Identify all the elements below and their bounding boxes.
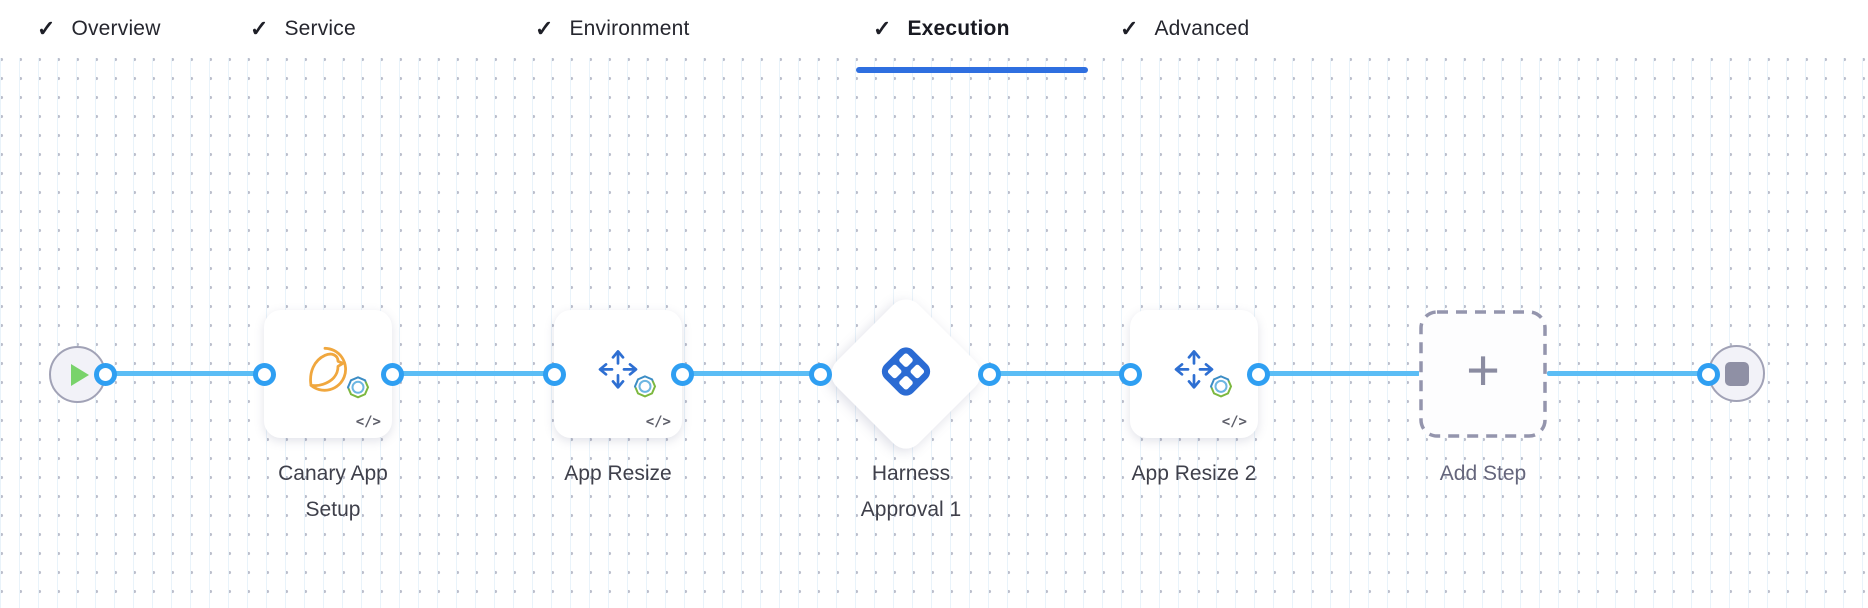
active-tab-underline bbox=[856, 67, 1088, 73]
step-label-app-resize-2: App Resize 2 bbox=[1131, 462, 1257, 485]
step-label-add-step: Add Step bbox=[1439, 462, 1527, 485]
port-canary-out[interactable] bbox=[381, 363, 404, 386]
check-icon: ✓ bbox=[250, 16, 269, 41]
tab-overview[interactable]: ✓ Overview bbox=[37, 0, 161, 58]
play-icon bbox=[71, 363, 89, 386]
resize-arrows-icon bbox=[598, 350, 638, 389]
tab-advanced[interactable]: ✓ Advanced bbox=[1120, 0, 1249, 58]
harness-approval-icon bbox=[876, 342, 936, 407]
edge-resize-to-approval bbox=[682, 371, 821, 376]
tab-label: Service bbox=[284, 17, 356, 40]
port-end-in[interactable] bbox=[1697, 363, 1720, 386]
dashed-border bbox=[1419, 310, 1547, 438]
edge-addstep-to-end bbox=[1547, 371, 1709, 376]
gear-icon bbox=[346, 375, 370, 404]
step-label-app-resize: App Resize bbox=[564, 462, 672, 485]
port-resize2-out[interactable] bbox=[1247, 363, 1270, 386]
step-label-canary-app-setup: Canary App Setup bbox=[278, 462, 388, 521]
edge-start-to-canary bbox=[105, 371, 265, 376]
port-approval-out[interactable] bbox=[978, 363, 1001, 386]
port-canary-in[interactable] bbox=[253, 363, 276, 386]
check-icon: ✓ bbox=[1120, 16, 1139, 41]
tab-environment[interactable]: ✓ Environment bbox=[535, 0, 690, 58]
tab-label: Overview bbox=[71, 17, 161, 40]
plus-icon: + bbox=[1466, 338, 1500, 403]
port-approval-in[interactable] bbox=[809, 363, 832, 386]
yaml-code-icon[interactable]: </> bbox=[355, 414, 381, 430]
port-resize-in[interactable] bbox=[543, 363, 566, 386]
yaml-code-icon[interactable]: </> bbox=[645, 414, 671, 430]
pipeline-canvas[interactable]: </> </ bbox=[0, 58, 1868, 608]
tab-label: Environment bbox=[569, 17, 690, 40]
step-node-app-resize-2[interactable]: </> bbox=[1130, 310, 1258, 438]
port-resize-out[interactable] bbox=[671, 363, 694, 386]
port-start-out[interactable] bbox=[94, 363, 117, 386]
resize-arrows-icon bbox=[1174, 350, 1214, 389]
check-icon: ✓ bbox=[535, 16, 554, 41]
stage-config-tabbar: ✓ Overview ✓ Service ✓ Environment ✓ Exe… bbox=[0, 0, 1868, 58]
check-icon: ✓ bbox=[37, 16, 56, 41]
step-label-harness-approval: Harness Approval 1 bbox=[860, 462, 962, 521]
tab-execution[interactable]: ✓ Execution bbox=[873, 0, 1010, 58]
tab-label: Advanced bbox=[1154, 17, 1250, 40]
step-node-app-resize[interactable]: </> bbox=[554, 310, 682, 438]
tab-label: Execution bbox=[907, 17, 1010, 40]
tab-service[interactable]: ✓ Service bbox=[250, 0, 356, 58]
gear-icon bbox=[1209, 374, 1233, 403]
port-resize2-in[interactable] bbox=[1119, 363, 1142, 386]
add-step-button[interactable]: + bbox=[1419, 310, 1547, 438]
step-node-harness-approval[interactable] bbox=[823, 291, 989, 457]
edge-resize2-to-addstep bbox=[1258, 371, 1420, 376]
yaml-code-icon[interactable]: </> bbox=[1221, 414, 1247, 430]
gear-icon bbox=[633, 374, 657, 403]
edge-approval-to-resize2 bbox=[989, 371, 1131, 376]
check-icon: ✓ bbox=[873, 16, 892, 41]
stop-icon bbox=[1724, 361, 1749, 386]
step-node-canary-app-setup[interactable]: </> bbox=[264, 310, 392, 438]
edge-canary-to-resize bbox=[392, 371, 555, 376]
canary-bird-icon bbox=[309, 346, 347, 392]
